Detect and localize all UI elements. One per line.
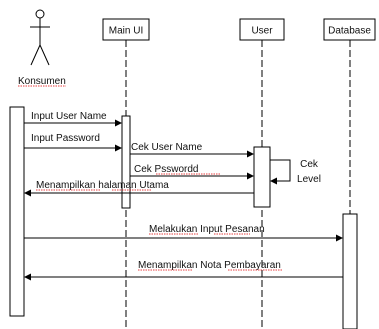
participant-database: Database <box>323 18 376 41</box>
message-menampilkan-nota-pembayaran: Menampilkan Nota Pembayaran <box>24 260 343 281</box>
participant-database-label: Database <box>328 26 371 37</box>
self-message-line1: Cek <box>300 159 319 170</box>
participant-main-ui-label: Main UI <box>109 26 143 37</box>
actor-head <box>35 9 45 19</box>
message-cek-password-label: Cek Psswordd <box>134 164 198 175</box>
message-menampilkan-nota-pembayaran-label: Menampilkan Nota Pembayaran <box>138 260 281 271</box>
message-menampilkan-halaman-utama: Menampilkan halaman Utama <box>24 180 254 197</box>
actor-konsumen: Konsumen <box>18 9 66 87</box>
message-menampilkan-halaman-utama-label: Menampilkan halaman Utama <box>36 180 169 191</box>
message-input-password-label: Input Password <box>31 133 100 144</box>
message-input-user-name: Input User Name <box>24 111 122 127</box>
activation-konsumen <box>9 106 25 317</box>
self-message-cek-level: Cek Level <box>270 159 321 185</box>
self-message-cek-level-arrow <box>270 159 291 185</box>
actor-left-leg <box>30 44 41 66</box>
participant-user-label: User <box>251 26 273 37</box>
message-input-password: Input Password <box>24 133 122 152</box>
actor-label: Konsumen <box>18 76 66 87</box>
message-melakukan-input-pesanan: Melakukan Input Pesanan <box>24 224 343 242</box>
activation-database <box>342 213 358 329</box>
activation-main-ui <box>121 115 131 209</box>
message-cek-user-name-label: Cek User Name <box>131 142 203 153</box>
participant-user: User <box>239 18 285 41</box>
message-cek-password: Cek Psswordd <box>130 164 254 180</box>
actor-right-leg <box>39 44 50 66</box>
message-melakukan-input-pesanan-label: Melakukan Input Pesanan <box>149 224 265 235</box>
message-input-user-name-label: Input User Name <box>31 111 107 122</box>
message-cek-user-name: Cek User Name <box>130 142 254 158</box>
participant-main-ui: Main UI <box>102 18 150 41</box>
activation-user <box>253 146 271 208</box>
self-message-line2: Level <box>297 174 321 185</box>
